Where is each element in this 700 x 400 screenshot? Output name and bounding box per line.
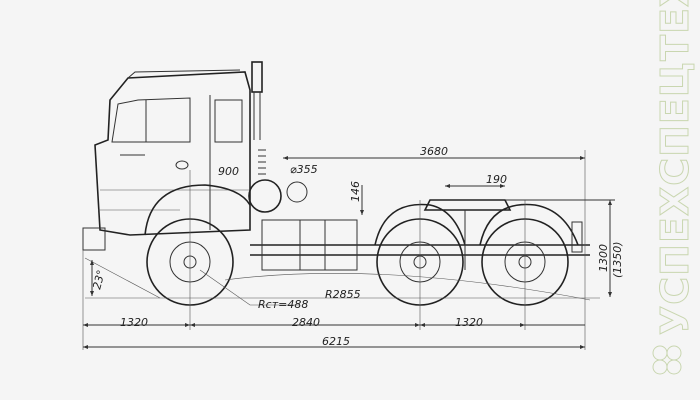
dim-turning-radius: R2855 <box>325 288 361 301</box>
truck-outline <box>82 61 590 271</box>
construction-lines <box>82 150 600 350</box>
dim-wheelbase: 2840 <box>292 316 320 329</box>
dim-fifth-wheel-height-alt: (1350) <box>611 241 624 278</box>
dim-cab-to-rear: 3680 <box>420 145 448 158</box>
watermark-text: УСПЕХСПЕЦТЕХ <box>653 0 697 335</box>
dim-frame-clearance: 146 <box>349 181 362 202</box>
dim-air-filter-diameter: ⌀355 <box>290 163 318 176</box>
dim-bogie-base: 1320 <box>455 316 483 329</box>
dim-overall-length: 6215 <box>322 335 350 348</box>
dim-approach-angle: 23° <box>90 269 108 291</box>
dim-fifth-wheel-height: 1300 <box>597 244 610 272</box>
dim-fifth-wheel-offset: 190 <box>486 173 507 186</box>
dimension-lines <box>83 156 615 349</box>
dim-cab-exhaust-gap: 900 <box>218 165 239 178</box>
dim-static-radius: Rст=488 <box>258 298 308 311</box>
dim-front-overhang: 1320 <box>120 316 148 329</box>
clover-logo-icon <box>652 345 682 375</box>
watermark: УСПЕХСПЕЦТЕХ <box>652 0 698 375</box>
